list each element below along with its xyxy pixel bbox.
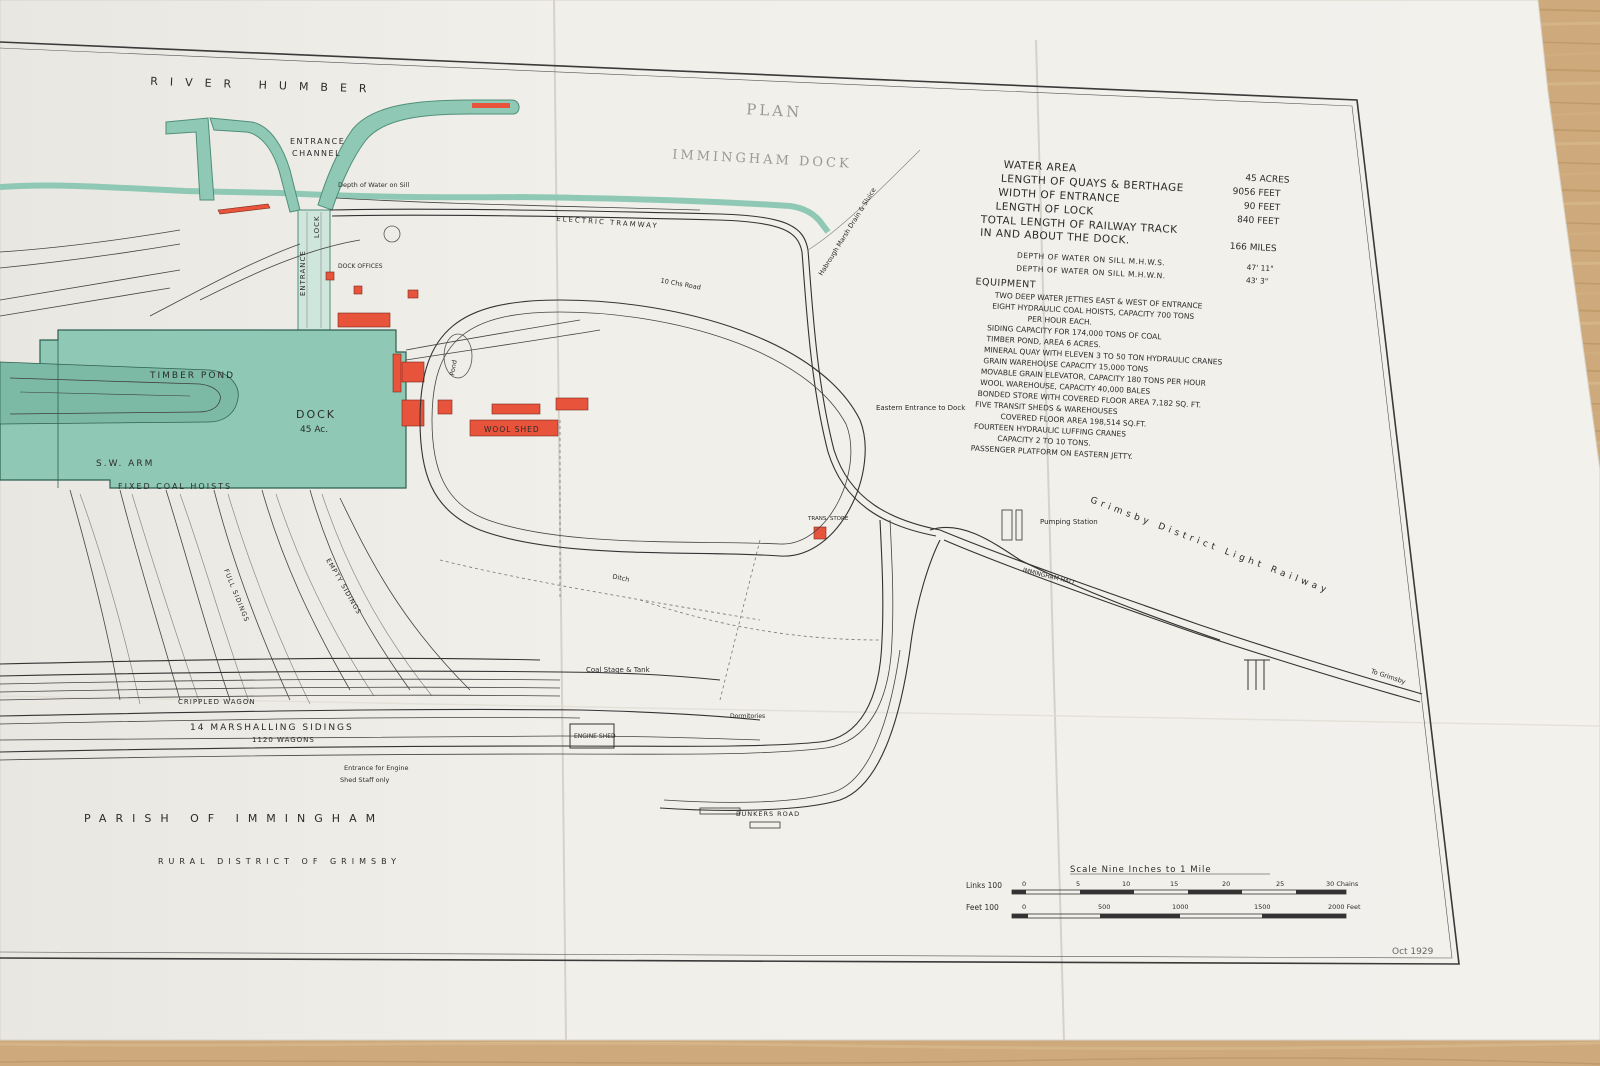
scale-bar: Scale Nine Inches to 1 Mile Links 100 0 …: [966, 865, 1361, 919]
dock-name-label: DOCK: [296, 408, 336, 421]
stat-value: 840 FEET: [1237, 215, 1280, 227]
scale-tick: 2000 Feet: [1328, 903, 1361, 911]
marshalling-sidings-label: 14 MARSHALLING SIDINGS: [190, 723, 354, 733]
scale-tick: 25: [1276, 880, 1284, 888]
map-border: [0, 41, 1460, 965]
shed-staff-label: Shed Staff only: [340, 776, 390, 784]
stat-value: 166 MILES: [1229, 242, 1277, 254]
scale-feet-label: Feet 100: [966, 903, 999, 912]
dock-offices-label: DOCK OFFICES: [338, 263, 383, 270]
crippled-wagon-label: CRIPPLED WAGON: [178, 698, 256, 706]
scale-tick: 30 Chains: [1326, 880, 1359, 888]
stat-value: 45 ACRES: [1245, 174, 1290, 186]
scale-title: Scale Nine Inches to 1 Mile: [1070, 865, 1212, 875]
entrance-vertical-label: ENTRANCE: [299, 250, 307, 296]
date-note: Oct 1929: [1392, 947, 1434, 957]
transit-store-label: TRANS. STORE: [807, 516, 849, 522]
stat-label: LENGTH OF LOCK: [995, 201, 1094, 218]
scale-tick: 1500: [1254, 903, 1271, 911]
scale-tick: 20: [1222, 880, 1230, 888]
scale-tick: 500: [1098, 903, 1110, 911]
railway-tracks: [0, 149, 1423, 829]
wool-shed: [469, 419, 559, 437]
scale-tick: 1000: [1172, 903, 1189, 911]
coal-stage-label: Coal Stage & Tank: [586, 666, 651, 674]
entrance-channel-label-1: ENTRANCE: [290, 137, 345, 146]
district-label: RURAL DISTRICT OF GRIMSBY: [158, 857, 401, 866]
dock-buildings: [217, 203, 827, 540]
scale-tick: 10: [1122, 880, 1130, 888]
paper-sheet: [0, 0, 1600, 1041]
stat-value: 90 FEET: [1244, 201, 1281, 213]
dormitories-label: Dormitories: [730, 713, 765, 720]
entrance-channel-label-2: CHANNEL: [292, 149, 341, 158]
scale-tick: 15: [1170, 880, 1178, 888]
engine-shed-label: ENGINE SHED: [574, 733, 616, 740]
depth-value: 47' 11": [1246, 263, 1273, 273]
west-jetty: [165, 117, 215, 201]
transit-store: [813, 526, 827, 540]
pumping-station-label: Pumping Station: [1040, 518, 1098, 526]
scale-tick: 0: [1022, 880, 1026, 888]
lock-vertical-label: LOCK: [313, 215, 321, 238]
ditch-label: Ditch: [612, 572, 630, 583]
map-title: PLAN: [746, 100, 803, 121]
stat-label: WATER AREA: [1003, 159, 1077, 175]
equipment-item: PER HOUR EACH.: [1027, 314, 1092, 326]
equipment-heading: EQUIPMENT: [975, 277, 1036, 291]
stat-value: 9056 FEET: [1232, 187, 1281, 200]
scale-links-label: Links 100: [966, 881, 1002, 890]
scale-tick: 0: [1022, 903, 1026, 911]
river-shoreline: [0, 182, 831, 234]
entrance-jetty-west: [209, 117, 301, 213]
parish-label: PARISH OF IMMINGHAM: [84, 812, 384, 825]
timber-pond-label: TIMBER POND: [149, 371, 235, 381]
sw-arm-label: S.W. ARM: [96, 459, 154, 469]
depth-value: 43' 3": [1246, 276, 1269, 286]
fixed-coal-hoists-label: FIXED COAL HOISTS: [118, 482, 232, 491]
marshalling-capacity-label: 1120 WAGONS: [252, 736, 315, 744]
pond-label: Pond: [448, 359, 459, 376]
wool-shed-label: WOOL SHED: [484, 425, 540, 434]
entrance-jetty-east: [317, 99, 520, 211]
entrance-engine-label: Entrance for Engine: [344, 764, 408, 772]
timber-pond-arm: [0, 361, 239, 425]
depth-on-sill-label: Depth of Water on Sill: [338, 181, 409, 189]
eastern-entrance-label: Eastern Entrance to Dock: [876, 404, 966, 412]
dock-area-label: 45 Ac.: [300, 425, 328, 435]
bunkers-road-label: BUNKERS ROAD: [736, 810, 800, 818]
scale-tick: 5: [1076, 880, 1080, 888]
